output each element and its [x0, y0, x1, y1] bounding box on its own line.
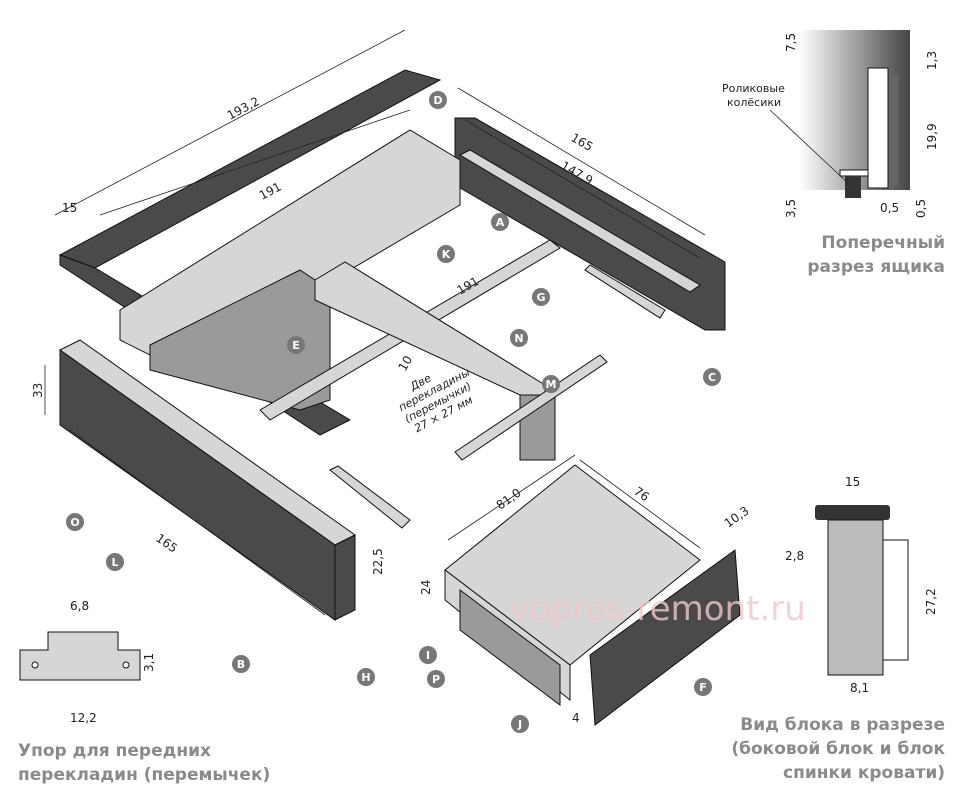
- part-f-drawer-face: [589, 549, 741, 726]
- svg-text:I: I: [426, 649, 430, 662]
- svg-text:Вид блока в разрезе: Вид блока в разрезе: [740, 715, 945, 735]
- part-k-box: [119, 129, 461, 371]
- watermark: vopros-remont.ru: [510, 589, 806, 629]
- dimension-lines: [44, 29, 706, 616]
- svg-text:C: C: [708, 371, 716, 384]
- svg-text:M: M: [546, 378, 557, 391]
- svg-text:F: F: [699, 681, 707, 694]
- svg-text:P: P: [432, 673, 440, 686]
- svg-text:H: H: [361, 671, 370, 684]
- part-a-back-rail: [458, 149, 701, 293]
- svg-text:15: 15: [62, 201, 77, 215]
- svg-text:O: O: [70, 516, 79, 529]
- svg-text:Поперечный: Поперечный: [821, 233, 945, 253]
- svg-text:N: N: [514, 332, 523, 345]
- svg-text:J: J: [517, 718, 522, 731]
- drawer-cross-section: Роликовые колёсики 7,5 1,3 19,9 3,5 0,5 …: [722, 30, 945, 277]
- svg-text:15: 15: [845, 475, 860, 489]
- label-g: G: [532, 288, 550, 306]
- label-n: N: [510, 329, 528, 347]
- svg-text:24: 24: [419, 580, 433, 595]
- label-c: C: [703, 368, 721, 386]
- svg-text:G: G: [536, 291, 545, 304]
- svg-text:191: 191: [257, 180, 284, 203]
- svg-text:10,3: 10,3: [722, 504, 752, 531]
- svg-text:193,2: 193,2: [225, 94, 262, 122]
- part-labels: D A K G E N M C O L B H I P J F: [66, 91, 721, 733]
- svg-text:разрез ящика: разрез ящика: [807, 257, 945, 277]
- label-a: A: [491, 213, 509, 231]
- label-k: K: [437, 245, 455, 263]
- label-j: J: [511, 715, 529, 733]
- svg-text:4: 4: [572, 711, 580, 725]
- svg-text:22,5: 22,5: [371, 548, 385, 575]
- label-h: H: [357, 668, 375, 686]
- svg-text:L: L: [111, 556, 118, 569]
- block-cross-section: 15 2,8 27,2 8,1 Вид блока в разрезе (бок…: [731, 475, 945, 783]
- svg-text:2,8: 2,8: [785, 549, 804, 563]
- svg-text:спинки кровати): спинки кровати): [783, 763, 945, 783]
- label-i: I: [419, 646, 437, 664]
- svg-text:1,3: 1,3: [925, 51, 939, 70]
- part-h-end: [334, 534, 356, 621]
- svg-text:3,1: 3,1: [142, 653, 156, 672]
- front-crossbar-stop: 6,8 3,1 12,2 Упор для передних переклади…: [18, 599, 270, 785]
- svg-text:165: 165: [153, 531, 180, 556]
- label-f: F: [694, 678, 712, 696]
- svg-text:165: 165: [569, 130, 596, 154]
- svg-text:0,5: 0,5: [880, 201, 899, 215]
- svg-text:A: A: [496, 216, 505, 229]
- svg-text:E: E: [292, 339, 300, 352]
- label-o: O: [66, 513, 84, 531]
- svg-text:7,5: 7,5: [784, 33, 798, 52]
- svg-text:D: D: [433, 94, 442, 107]
- svg-text:19,9: 19,9: [925, 123, 939, 150]
- label-d: D: [429, 91, 447, 109]
- label-e: E: [287, 336, 305, 354]
- svg-text:3,5: 3,5: [784, 199, 798, 218]
- svg-text:K: K: [442, 248, 451, 261]
- svg-text:12,2: 12,2: [70, 711, 97, 725]
- part-crossbar-small: [584, 264, 666, 319]
- svg-text:76: 76: [631, 484, 652, 504]
- svg-text:6,8: 6,8: [70, 599, 89, 613]
- svg-text:27,2: 27,2: [924, 588, 938, 615]
- svg-text:0,5: 0,5: [914, 199, 928, 218]
- svg-text:перекладин (перемычек): перекладин (перемычек): [18, 765, 270, 785]
- svg-text:10: 10: [395, 353, 415, 373]
- svg-text:колёсики: колёсики: [727, 96, 781, 109]
- part-j-drawer-front: [459, 589, 561, 706]
- label-m: M: [542, 375, 560, 393]
- label-p: P: [427, 670, 445, 688]
- svg-text:33: 33: [31, 383, 45, 398]
- svg-text:81,0: 81,0: [494, 486, 524, 513]
- part-e-panel: [149, 269, 331, 411]
- svg-text:Упор для передних: Упор для передних: [18, 741, 211, 761]
- part-h-leg: [329, 465, 411, 529]
- label-b: B: [232, 655, 250, 673]
- svg-text:(боковой блок и блок: (боковой блок и блок: [731, 739, 945, 759]
- svg-text:Роликовые: Роликовые: [722, 82, 785, 95]
- svg-text:B: B: [237, 658, 245, 671]
- svg-text:8,1: 8,1: [850, 681, 869, 695]
- label-l: L: [106, 553, 124, 571]
